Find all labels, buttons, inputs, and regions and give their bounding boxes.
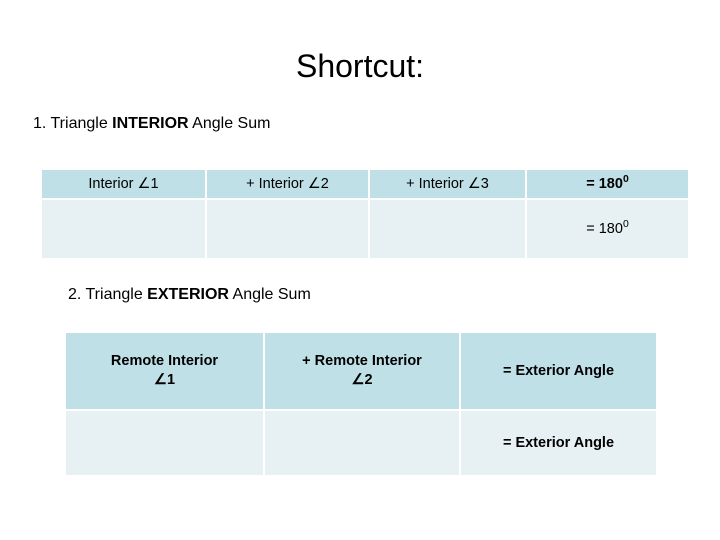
table-interior-angle-sum: Interior ∠1 + Interior ∠2 + Interior ∠3 … <box>40 168 690 260</box>
interior-sum-value: = 180 <box>586 175 623 192</box>
remote-interior-2-line1: + Remote Interior <box>302 353 422 369</box>
cell-remote-interior-1: Remote Interior ∠1 <box>66 333 263 409</box>
cell-remote-interior-2: + Remote Interior ∠2 <box>265 333 459 409</box>
section-heading-interior: 1. Triangle INTERIOR Angle Sum <box>33 114 270 134</box>
cell-exterior-angle-result: = Exterior Angle <box>461 333 656 409</box>
table-exterior-angle-sum: Remote Interior ∠1 + Remote Interior ∠2 … <box>64 331 658 477</box>
table-row: Remote Interior ∠1 + Remote Interior ∠2 … <box>66 333 656 409</box>
heading-exterior-suffix: Angle Sum <box>228 286 311 303</box>
cell-interior-angle-3: + Interior ∠3 <box>370 170 525 198</box>
table-row: Interior ∠1 + Interior ∠2 + Interior ∠3 … <box>42 170 688 198</box>
remote-interior-2-line2: ∠2 <box>351 372 373 388</box>
cell-interior-blank-result: = 1800 <box>527 200 688 258</box>
heading-exterior-prefix: 2. Triangle <box>68 286 148 303</box>
interior-blank-sum-value: = 180 <box>586 220 623 237</box>
section-heading-exterior: 2. Triangle EXTERIOR Angle Sum <box>68 285 311 305</box>
table-row: = Exterior Angle <box>66 411 656 475</box>
table-row: = 1800 <box>42 200 688 258</box>
heading-interior-emphasis: INTERIOR <box>112 115 189 132</box>
degree-superscript: 0 <box>622 173 629 185</box>
cell-interior-angle-1: Interior ∠1 <box>42 170 205 198</box>
cell-interior-blank-1[interactable] <box>42 200 205 258</box>
heading-interior-suffix: Angle Sum <box>188 115 271 132</box>
remote-interior-1-line1: Remote Interior <box>110 353 219 369</box>
heading-exterior-emphasis: EXTERIOR <box>147 286 229 303</box>
page-title: Shortcut: <box>295 48 425 84</box>
cell-exterior-blank-2[interactable] <box>265 411 459 475</box>
cell-interior-angle-2: + Interior ∠2 <box>207 170 368 198</box>
heading-interior-prefix: 1. Triangle <box>33 115 113 132</box>
remote-interior-1-line2: ∠1 <box>153 372 176 388</box>
degree-superscript: 0 <box>622 218 629 230</box>
cell-exterior-blank-result: = Exterior Angle <box>461 411 656 475</box>
cell-interior-sum-result: = 1800 <box>527 170 688 198</box>
cell-exterior-blank-1[interactable] <box>66 411 263 475</box>
cell-interior-blank-2[interactable] <box>207 200 368 258</box>
cell-interior-blank-3[interactable] <box>370 200 525 258</box>
